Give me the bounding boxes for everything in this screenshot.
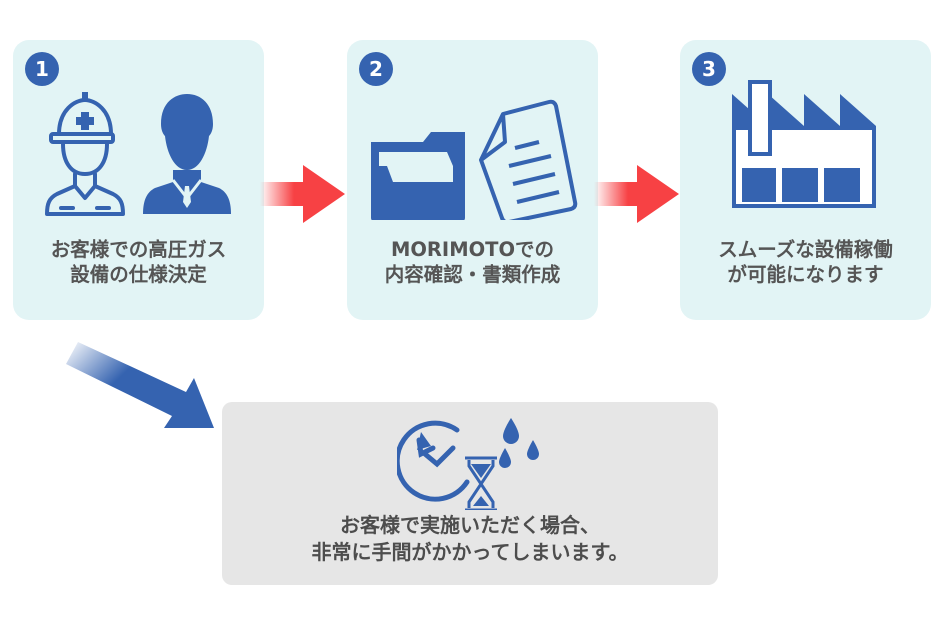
step-2-text-line2: 内容確認・書類作成 — [384, 263, 561, 286]
step-number-badge: 3 — [692, 52, 726, 86]
step-3-description: スムーズな設備稼働 が可能になります — [680, 237, 931, 287]
warning-text-line1: お客様で実施いただく場合、 — [340, 513, 600, 537]
step-2-description: MORIMOTOでの 内容確認・書類作成 — [347, 237, 598, 287]
right-arrow-icon — [260, 165, 345, 223]
step-number-badge: 2 — [359, 52, 393, 86]
step-1-text-line1: お客様での高圧ガス — [50, 238, 227, 261]
factory-icon — [732, 80, 876, 208]
step-1-description: お客様での高圧ガス 設備の仕様決定 — [13, 237, 264, 287]
step-2-text-line1: MORIMOTOでの — [390, 238, 555, 261]
step-3-text-line1: スムーズな設備稼働 — [718, 238, 893, 261]
clock-hourglass-sweat-icon — [397, 418, 539, 510]
worker-and-businessman-icon — [45, 92, 231, 216]
step-3-text-line2: が可能になります — [727, 263, 884, 286]
step-number-badge: 1 — [25, 52, 59, 86]
warning-text-line2: 非常に手間がかかってしまいます。 — [311, 540, 629, 564]
right-arrow-icon — [594, 165, 679, 223]
step-3-card: 3 スムーズな設備稼働 が可能になります — [680, 40, 931, 320]
step-1-card: 1 お客様での高圧ガス 設備の仕様決定 — [13, 40, 264, 320]
folder-and-document-icon — [371, 99, 578, 220]
diagonal-arrow-icon — [66, 342, 214, 428]
warning-card: お客様で実施いただく場合、 非常に手間がかかってしまいます。 — [222, 402, 718, 585]
step-2-card: 2 MORIMOTOでの 内容確認・書類作成 — [347, 40, 598, 320]
step-1-text-line2: 設備の仕様決定 — [70, 263, 207, 286]
warning-message: お客様で実施いただく場合、 非常に手間がかかってしまいます。 — [222, 512, 718, 566]
